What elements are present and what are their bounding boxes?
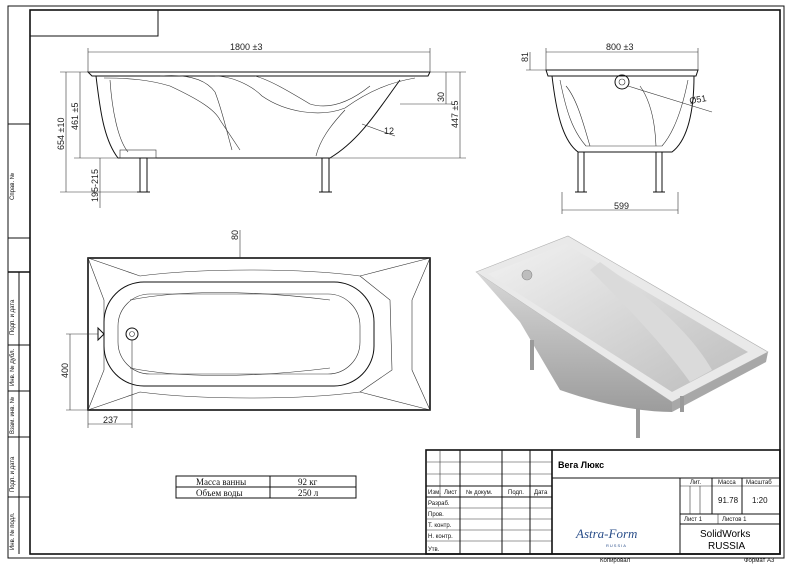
top-stamp-box [30, 10, 159, 37]
sheets-count: Листов 1 [722, 517, 747, 523]
side-rim-thickness-dim: 30 [436, 92, 446, 102]
role-tech-control: Т. контр. [428, 523, 452, 529]
format-note: Формат A3 [744, 558, 775, 564]
sign-date-label-2: Подп. и дата [10, 456, 16, 492]
top-drain-offset-dim: 237 [103, 415, 118, 425]
col-izm: Изм. [428, 490, 441, 496]
sign-date-label-1: Подп. и дата [10, 299, 16, 335]
role-approved: Утв. [428, 547, 440, 553]
side-stamp: Справ. № Подп. и дата Инв. № дубл. Взам.… [8, 123, 30, 554]
role-norm-control: Н. контр. [428, 534, 453, 540]
col-sign: Подп. [508, 490, 524, 496]
orig-inv-label: Инв. № подл. [9, 512, 16, 550]
front-rim-dim: 81 [520, 52, 530, 62]
front-leg-span-dim: 599 [614, 201, 629, 211]
mass-value: 91.78 [718, 496, 739, 505]
side-leg-range-dim: 195-215 [90, 169, 100, 202]
replace-inv-label: Взам. инв. № [9, 397, 16, 434]
top-view: 80 400 237 [60, 230, 431, 428]
outer-frame [7, 5, 785, 559]
scale-header: Масштаб [746, 480, 772, 486]
side-view: 1800 ±3 654 ±10 461 ±5 195-215 30 447 ±5… [56, 42, 466, 208]
front-drain-dim: Ø51 [689, 93, 707, 106]
dup-inv-label: Инв. № дубл. [9, 349, 16, 386]
lit-header: Лит. [690, 480, 701, 486]
side-bowl-depth-dim: 461 ±5 [70, 103, 80, 130]
sheet-number: Лист 1 [684, 517, 703, 523]
top-drain-circle [125, 327, 139, 341]
role-checker: Пров. [428, 512, 444, 518]
drawing-frame [29, 9, 781, 555]
title-block: Изм. Лист № докум. Подп. Дата Разраб. Пр… [425, 449, 781, 555]
properties-table: Масса ванны 92 кг Объем воды 250 л [175, 475, 357, 499]
top-offset-dim: 80 [230, 230, 240, 240]
side-length-dim: 1800 ±3 [230, 42, 262, 52]
role-developer: Разраб. [428, 501, 450, 507]
country-name: RUSSIA [708, 541, 746, 552]
mass-header: Масса [718, 480, 736, 486]
bathtub-render [475, 235, 769, 438]
product-name: Вега Люкс [558, 460, 604, 470]
astra-form-logo: Astra-Form [575, 526, 637, 541]
col-date: Дата [534, 490, 548, 496]
copied-note: Копировал [600, 558, 631, 564]
side-total-height-dim: 654 ±10 [56, 118, 66, 150]
drain-circle [614, 74, 630, 90]
scale-value: 1:20 [752, 496, 768, 505]
reference-label: Справ. № [9, 173, 16, 200]
property-label-1: Объем воды [196, 488, 243, 498]
front-width-dim: 800 ±3 [606, 42, 633, 52]
property-label-0: Масса ванны [196, 477, 246, 487]
side-rim-note: 12 [384, 126, 394, 136]
front-view: 800 ±3 81 Ø51 599 [520, 42, 713, 214]
col-list: Лист [444, 490, 457, 496]
col-doc: № докум. [466, 489, 493, 496]
logo-subtitle: RUSSIA [606, 543, 627, 548]
software-name: SolidWorks [700, 529, 750, 540]
top-inner-width-dim: 400 [60, 363, 70, 378]
side-inner-height-dim: 447 ±5 [450, 101, 460, 128]
property-value-1: 250 л [298, 488, 319, 498]
property-value-0: 92 кг [298, 477, 318, 487]
